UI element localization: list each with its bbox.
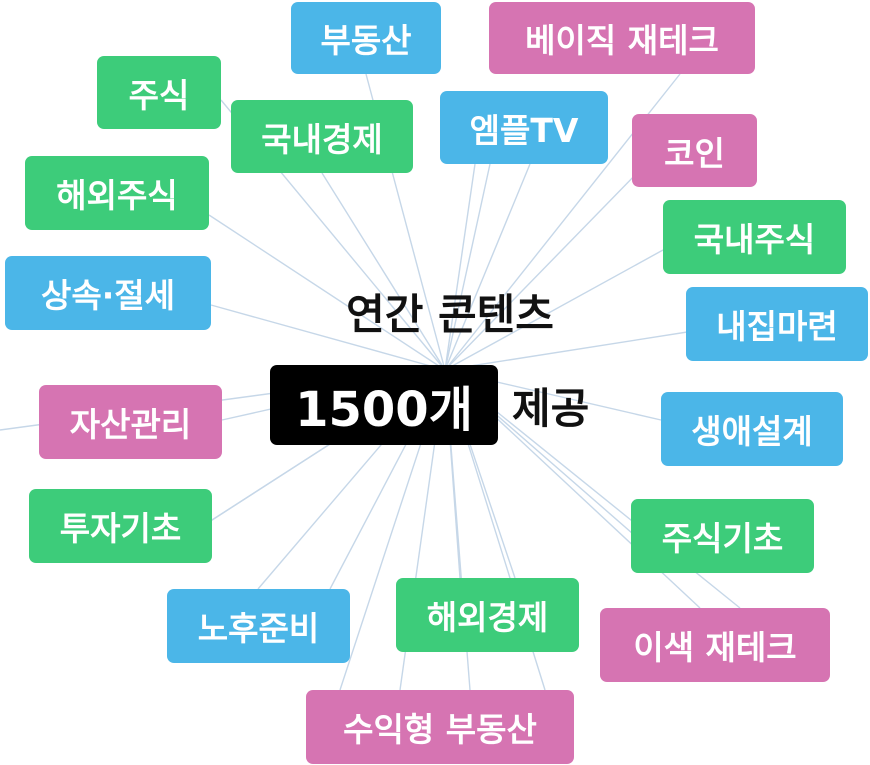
tag-mple-tv[interactable]: 엠플TV — [440, 91, 608, 164]
tag-real-estate[interactable]: 부동산 — [291, 2, 441, 74]
tag-domestic-economy[interactable]: 국내경제 — [231, 100, 413, 173]
headline-annual-content: 연간 콘텐츠 — [346, 289, 554, 339]
tag-asset-management[interactable]: 자산관리 — [39, 385, 222, 459]
tag-retirement-prep[interactable]: 노후준비 — [167, 589, 350, 663]
headline-count-row: 1500개 제공 — [270, 365, 589, 445]
tag-overseas-stocks[interactable]: 해외주식 — [25, 156, 209, 230]
count-badge: 1500개 — [270, 365, 498, 445]
tag-unique-investing[interactable]: 이색 재테크 — [600, 608, 830, 682]
tag-basic-investing[interactable]: 베이직 재테크 — [489, 2, 755, 74]
tag-home-ownership[interactable]: 내집마련 — [686, 287, 868, 361]
tag-coin[interactable]: 코인 — [632, 114, 757, 187]
tag-income-real-estate[interactable]: 수익형 부동산 — [306, 690, 574, 764]
headline-provided: 제공 — [512, 383, 590, 433]
tag-stock-basics[interactable]: 주식기초 — [631, 499, 814, 573]
connector-line — [444, 163, 476, 371]
tag-domestic-stocks[interactable]: 국내주식 — [663, 200, 846, 274]
connector-line — [444, 249, 664, 371]
connector-line — [444, 163, 491, 371]
tag-life-planning[interactable]: 생애설계 — [661, 392, 843, 466]
tag-inheritance-tax[interactable]: 상속·절세 — [5, 256, 211, 330]
tag-overseas-economy[interactable]: 해외경제 — [396, 578, 579, 652]
connector-line — [210, 304, 446, 371]
connector-line — [444, 169, 641, 371]
tag-investing-basics[interactable]: 투자기초 — [29, 489, 212, 563]
connector-line — [444, 163, 531, 371]
connector-line — [208, 214, 446, 371]
connector-line — [444, 329, 701, 371]
tag-stocks[interactable]: 주식 — [97, 56, 221, 129]
connector-line — [321, 172, 446, 371]
